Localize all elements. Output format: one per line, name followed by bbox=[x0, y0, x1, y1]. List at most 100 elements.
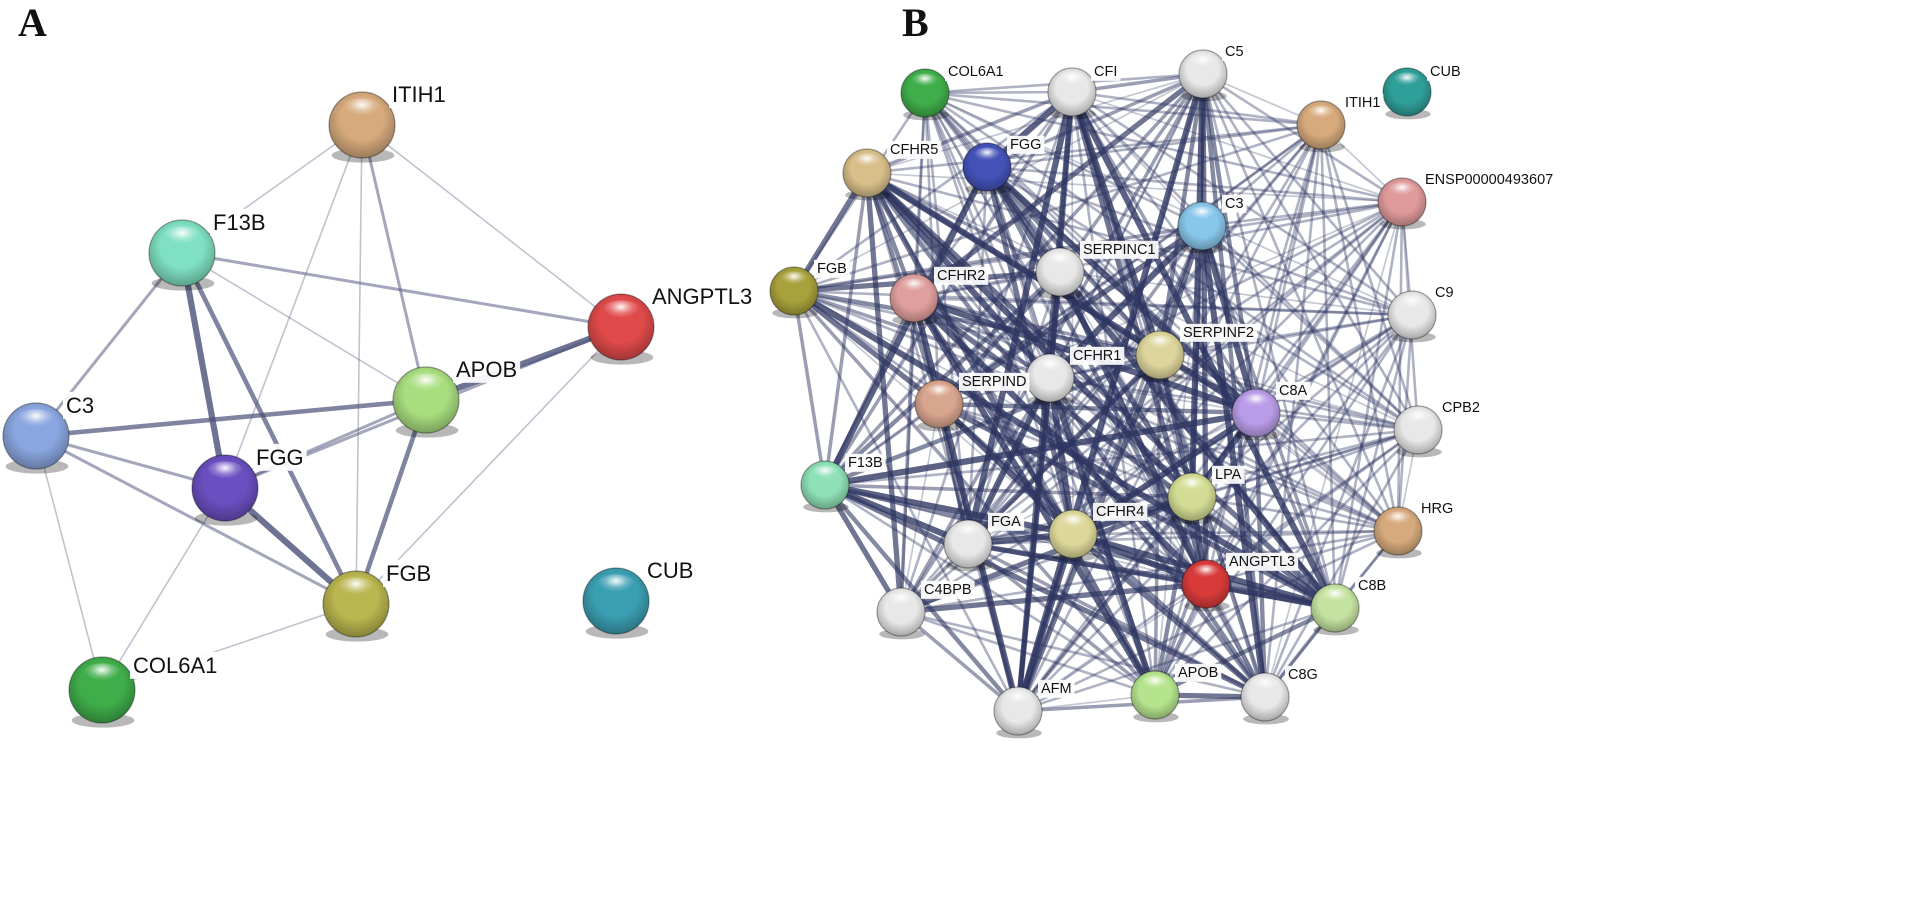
label-b-afm-bg bbox=[1038, 679, 1075, 698]
node-a-apob bbox=[392, 366, 460, 438]
label-b-angptl3: ANGPTL3 bbox=[1229, 554, 1295, 570]
edge-cpb2-f13b bbox=[823, 428, 1420, 487]
label-a-angptl3: ANGPTL3 bbox=[652, 284, 752, 309]
label-a-f13b-bg bbox=[210, 208, 269, 236]
label-b-fga-bg bbox=[988, 512, 1025, 531]
label-b-c3-bg bbox=[1222, 194, 1247, 213]
edge-itih1-apob bbox=[360, 123, 428, 402]
label-b-apob: APOB bbox=[1178, 665, 1218, 681]
edge-c9-c8b bbox=[1333, 313, 1414, 610]
label-b-serpinf2-bg bbox=[1180, 323, 1257, 342]
edge-cfi-f13b bbox=[823, 90, 1074, 487]
edge-cfhr2-hrg bbox=[912, 296, 1400, 533]
edge-hrg-c4bpb bbox=[899, 529, 1400, 614]
node-b-c4bpb bbox=[876, 587, 926, 640]
label-b-itih1: ITIH1 bbox=[1345, 95, 1380, 111]
edge-c3-angptl3 bbox=[1201, 225, 1207, 585]
edge-c5-serpinc1 bbox=[1058, 72, 1205, 274]
label-b-cfhr2: CFHR2 bbox=[937, 268, 985, 284]
node-a-cub bbox=[582, 567, 650, 639]
edge-itih1-cfhr5 bbox=[865, 123, 1323, 175]
label-b-serpinc1: SERPINC1 bbox=[1083, 242, 1156, 258]
edge-angptl3-c4bpb bbox=[898, 581, 1209, 615]
label-b-fga: FGA bbox=[991, 514, 1021, 530]
label-b-cfhr4: CFHR4 bbox=[1096, 504, 1144, 520]
label-b-c5: C5 bbox=[1225, 44, 1244, 60]
node-b-cub bbox=[1382, 67, 1432, 120]
label-a-cub-bg bbox=[644, 556, 697, 584]
label-a-c3-bg bbox=[63, 391, 98, 419]
label-b-cfhr2-bg bbox=[934, 266, 989, 285]
edge-c3-c8g bbox=[1198, 222, 1269, 701]
edge-cfi-c3 bbox=[1071, 91, 1203, 227]
edge-col6a1-itih1 bbox=[923, 91, 1323, 127]
edge-f13b-angptl3 bbox=[180, 251, 623, 329]
edge-itih1-fgb bbox=[792, 123, 1323, 293]
edge-cfi-ensp00000493607 bbox=[1071, 91, 1403, 203]
label-b-c8b: C8B bbox=[1358, 578, 1386, 594]
label-b-col6a1-bg bbox=[945, 62, 1007, 81]
edge-fgb-serpinf2 bbox=[791, 288, 1163, 358]
edge-f13b-apob bbox=[823, 483, 1157, 697]
edge-angptl3-fgb bbox=[355, 326, 622, 605]
label-a-col6a1: COL6A1 bbox=[133, 653, 217, 678]
label-b-col6a1: COL6A1 bbox=[948, 64, 1004, 80]
edge-serpinc1-c9 bbox=[1059, 271, 1413, 316]
label-b-angptl3-bg bbox=[1226, 552, 1299, 571]
edge-f13b-c3 bbox=[34, 251, 184, 438]
edge-serpind1-c8a bbox=[936, 401, 1259, 416]
edge-c3-fgb bbox=[34, 434, 358, 606]
edge-cfhr2-f13b bbox=[823, 296, 916, 487]
label-b-fgg-bg bbox=[1007, 135, 1045, 154]
node-b-fgb bbox=[769, 266, 819, 319]
edge-c9-afm bbox=[1016, 313, 1414, 713]
label-b-c4bpb-bg bbox=[921, 580, 975, 599]
edge-serpinc1-lpa bbox=[1059, 271, 1193, 498]
node-b-c8g bbox=[1240, 672, 1290, 725]
edge-fga-apob bbox=[966, 542, 1157, 697]
node-b-serpinc1 bbox=[1035, 247, 1085, 300]
edge-itih1-serpind1 bbox=[937, 123, 1323, 406]
edge-c9-c8g bbox=[1263, 313, 1414, 699]
edge-itih1-c8g bbox=[1263, 123, 1323, 699]
label-a-cub: CUB bbox=[647, 558, 693, 583]
node-b-fga bbox=[943, 519, 993, 572]
label-b-serpinf2: SERPINF2 bbox=[1183, 325, 1254, 341]
label-b-afm: AFM bbox=[1041, 681, 1072, 697]
label-a-fgb: FGB bbox=[386, 561, 431, 586]
edge-f13b-lpa bbox=[823, 483, 1194, 499]
edge-fgb-serpind1 bbox=[791, 288, 942, 407]
label-b-c8a-bg bbox=[1276, 381, 1311, 400]
label-a-apob: APOB bbox=[456, 357, 517, 382]
node-a-col6a1 bbox=[68, 656, 136, 728]
label-b-hrg-bg bbox=[1418, 499, 1457, 518]
edge-cfhr4-hrg bbox=[1071, 529, 1400, 536]
label-b-f13b-bg bbox=[845, 453, 886, 472]
label-b-c4bpb: C4BPB bbox=[924, 582, 972, 598]
edge-fgg-fga bbox=[966, 165, 989, 546]
edge-c9-serpinf2 bbox=[1158, 313, 1414, 357]
edge-fgg-cfhr4 bbox=[984, 164, 1076, 537]
node-a-fgg bbox=[191, 454, 259, 526]
node-b-ensp00000493607 bbox=[1377, 177, 1427, 230]
label-b-cfhr5-bg bbox=[887, 140, 942, 159]
edge-itih1-fgg bbox=[224, 124, 363, 489]
edge-cfhr1-cfhr4 bbox=[1046, 374, 1077, 538]
node-b-serpind1 bbox=[914, 379, 964, 432]
edge-apob-fgg bbox=[223, 398, 428, 490]
node-b-serpinf2 bbox=[1135, 330, 1185, 383]
node-b-col6a1 bbox=[900, 68, 950, 121]
label-b-c9-bg bbox=[1432, 283, 1457, 302]
edge-c9-angptl3 bbox=[1204, 313, 1414, 586]
edge-ensp00000493607-apob bbox=[1153, 200, 1404, 697]
edge-cfi-hrg bbox=[1070, 90, 1400, 533]
node-b-cfhr1 bbox=[1025, 353, 1075, 406]
node-a-c3 bbox=[2, 402, 70, 474]
edge-cfhr5-c4bpb bbox=[864, 170, 904, 615]
edge-fgg-hrg bbox=[985, 165, 1400, 533]
edge-cfhr2-afm bbox=[910, 294, 1022, 715]
edge-c3-c8a bbox=[1198, 222, 1260, 417]
label-b-cfhr1-bg bbox=[1070, 346, 1125, 365]
edge-c3-apob bbox=[1154, 225, 1203, 696]
